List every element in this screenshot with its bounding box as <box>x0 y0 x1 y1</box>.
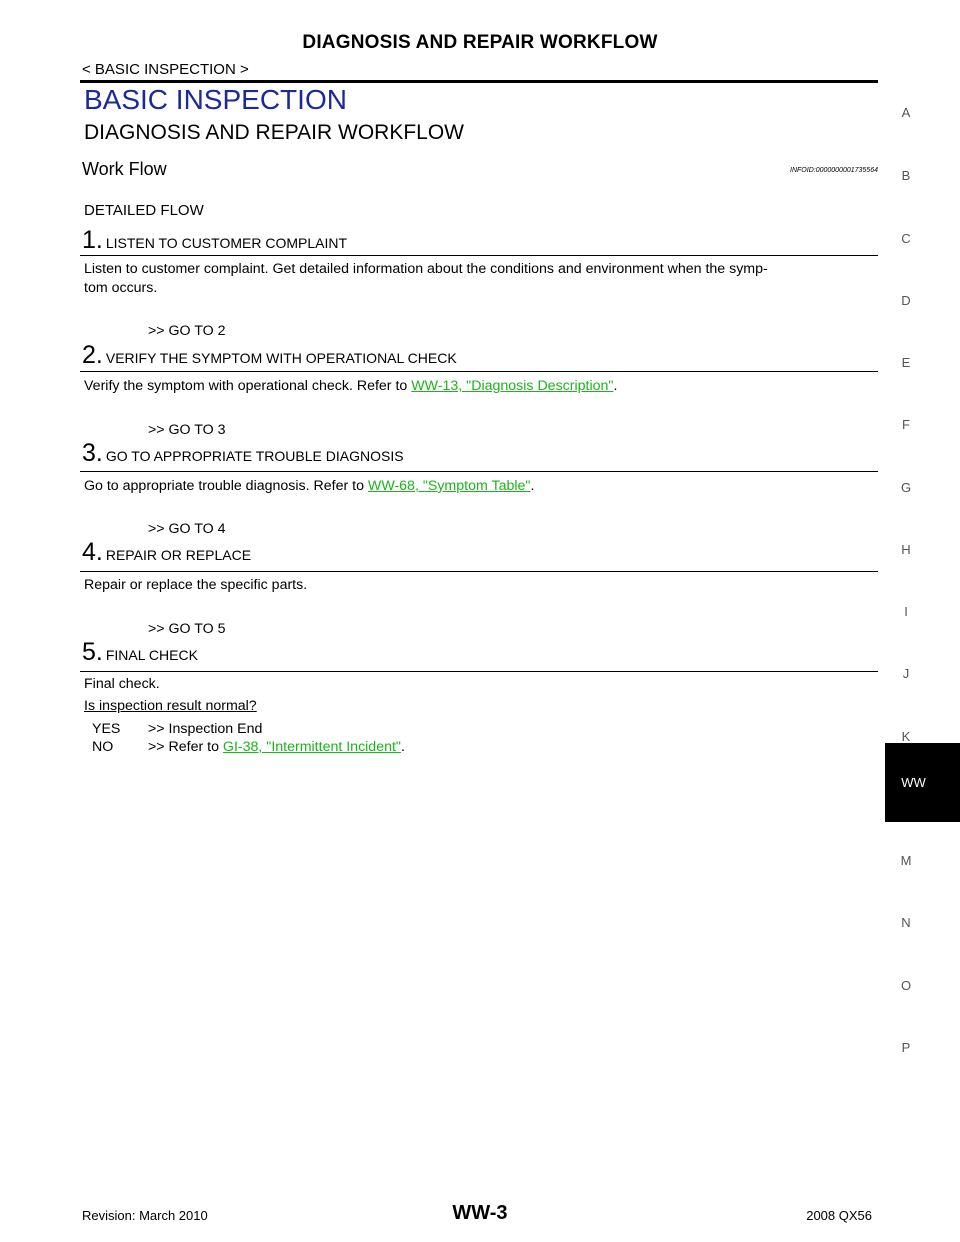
inspection-question: Is inspection result normal? <box>84 698 257 714</box>
step-divider <box>80 371 878 372</box>
body-text: . <box>613 378 618 394</box>
info-id: INFOID:0000000001735564 <box>790 167 878 174</box>
tab-j[interactable]: J <box>902 666 910 681</box>
tab-h[interactable]: H <box>901 542 911 557</box>
tab-i[interactable]: I <box>904 604 908 619</box>
step-4-body: Repair or replace the specific parts. <box>84 577 308 593</box>
page-header-title: DIAGNOSIS AND REPAIR WORKFLOW <box>302 32 658 53</box>
step-3-body: Go to appropriate trouble diagnosis. Ref… <box>84 477 534 496</box>
body-text: >> Refer to <box>148 739 223 755</box>
work-flow-heading: Work Flow <box>82 159 167 179</box>
step-divider <box>80 571 878 572</box>
step-title: FINAL CHECK <box>105 647 198 663</box>
step-1-goto: >> GO TO 2 <box>148 323 226 339</box>
step-2-body: Verify the symptom with operational chec… <box>84 377 617 396</box>
tab-ww-active[interactable]: WW <box>885 743 960 822</box>
tab-m[interactable]: M <box>900 853 912 868</box>
footer-revision: Revision: March 2010 <box>82 1208 208 1223</box>
step-3-heading: 3.GO TO APPROPRIATE TROUBLE DIAGNOSIS <box>82 439 404 468</box>
step-number: 4. <box>82 538 103 566</box>
section-title: BASIC INSPECTION <box>84 84 347 115</box>
step-title: REPAIR OR REPLACE <box>105 547 252 563</box>
step-2-goto: >> GO TO 3 <box>148 422 226 438</box>
step-4-heading: 4.REPAIR OR REPLACE <box>82 538 251 567</box>
step-3-goto: >> GO TO 4 <box>148 521 226 537</box>
no-result: >> Refer to GI-38, "Intermittent Inciden… <box>148 738 405 757</box>
footer-page-number: WW-3 <box>452 1202 508 1224</box>
body-text: Go to appropriate trouble diagnosis. Ref… <box>84 478 368 494</box>
footer-model: 2008 QX56 <box>806 1208 872 1223</box>
body-text: . <box>400 739 405 755</box>
tab-b[interactable]: B <box>901 168 911 183</box>
step-title: GO TO APPROPRIATE TROUBLE DIAGNOSIS <box>105 448 404 464</box>
reference-link[interactable]: WW-68, "Symptom Table" <box>367 478 531 494</box>
page-subtitle: DIAGNOSIS AND REPAIR WORKFLOW <box>84 121 464 144</box>
reference-link[interactable]: GI-38, "Intermittent Incident" <box>222 739 401 755</box>
no-label: NO <box>92 739 114 755</box>
body-text: . <box>530 478 535 494</box>
tab-e[interactable]: E <box>901 355 911 370</box>
reference-link[interactable]: WW-13, "Diagnosis Description" <box>411 378 614 394</box>
step-number: 5. <box>82 638 103 666</box>
step-title: VERIFY THE SYMPTOM WITH OPERATIONAL CHEC… <box>105 350 457 366</box>
tab-o[interactable]: O <box>900 978 912 993</box>
step-4-goto: >> GO TO 5 <box>148 621 226 637</box>
tab-g[interactable]: G <box>900 480 912 495</box>
step-2-heading: 2.VERIFY THE SYMPTOM WITH OPERATIONAL CH… <box>82 341 457 370</box>
body-text: Verify the symptom with operational chec… <box>84 378 412 394</box>
tab-a[interactable]: A <box>901 105 911 120</box>
step-1-body: Listen to customer complaint. Get detail… <box>84 260 768 298</box>
step-divider <box>80 255 878 256</box>
step-5-heading: 5.FINAL CHECK <box>82 638 198 667</box>
tab-f[interactable]: F <box>902 417 910 432</box>
step-title: LISTEN TO CUSTOMER COMPLAINT <box>105 235 348 251</box>
header-divider <box>80 80 878 83</box>
body-line: tom occurs. <box>84 280 158 296</box>
step-number: 3. <box>82 439 103 467</box>
tab-d[interactable]: D <box>901 293 911 308</box>
detailed-flow-heading: DETAILED FLOW <box>84 202 204 219</box>
yes-label: YES <box>92 721 121 737</box>
step-divider <box>80 671 878 672</box>
step-number: 1. <box>82 226 103 254</box>
body-line: Listen to customer complaint. Get detail… <box>84 261 768 277</box>
step-number: 2. <box>82 341 103 369</box>
tab-c[interactable]: C <box>901 231 911 246</box>
breadcrumb: < BASIC INSPECTION > <box>82 61 249 78</box>
step-5-body: Final check. <box>84 676 160 692</box>
step-divider <box>80 471 878 472</box>
tab-n[interactable]: N <box>901 915 911 930</box>
tab-k[interactable]: K <box>901 729 911 744</box>
yes-result: >> Inspection End <box>148 721 263 737</box>
tab-p[interactable]: P <box>901 1040 911 1055</box>
step-1-heading: 1.LISTEN TO CUSTOMER COMPLAINT <box>82 226 347 255</box>
